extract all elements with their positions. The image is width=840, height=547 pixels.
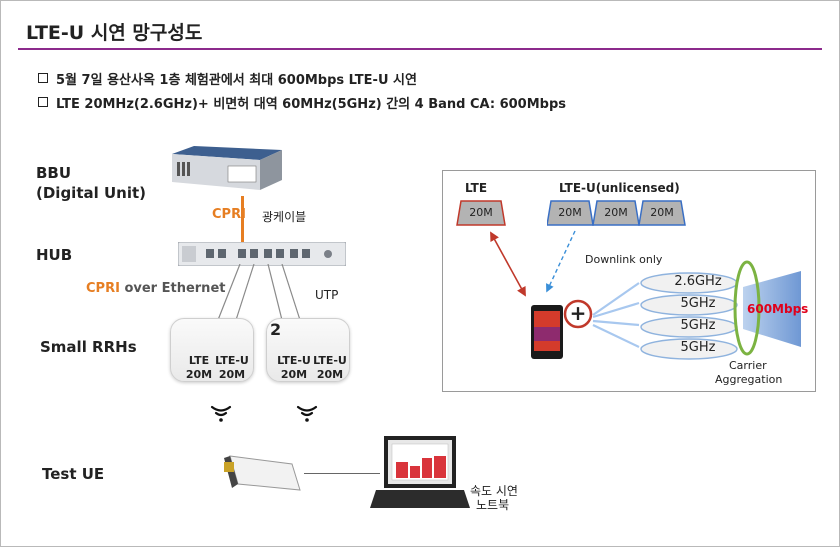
bullet-text: 5월 7일 용산사옥 1층 체험관에서 최대 600Mbps LTE-U 시연 xyxy=(56,72,417,88)
bullet-item: LTE 20MHz(2.6GHz)+ 비면허 대역 60MHz(5GHz) 간의… xyxy=(38,90,566,114)
lteu-block-label: 20M xyxy=(558,206,582,219)
lte-spectrum-block xyxy=(456,200,506,226)
band-label: 2.6GHz xyxy=(674,274,722,289)
plus-circle-icon xyxy=(563,299,593,329)
rrh-1-device xyxy=(170,318,254,382)
smartphone-icon xyxy=(531,305,563,359)
bbu-label: BBU xyxy=(36,164,72,182)
rrh-1-left-tech: LTE xyxy=(188,354,210,367)
wireless-signal-icon xyxy=(296,405,318,422)
lte-label: LTE xyxy=(465,181,488,195)
lteu-spectrum-blocks xyxy=(547,200,686,226)
laptop-caption-line2: 노트북 xyxy=(476,498,510,512)
rrh-1-right-tech: LTE-U xyxy=(215,354,249,367)
rrh-2-number: 2 xyxy=(270,320,282,339)
usb-modem-icon xyxy=(224,455,301,491)
carrier-aggregation-line2: Aggregation xyxy=(715,373,783,386)
cpri-over-ethernet-label: CPRI over Ethernet xyxy=(86,281,226,296)
laptop-icon xyxy=(370,436,470,508)
optical-cable-label: 광케이블 xyxy=(262,210,307,224)
downlink-only-label: Downlink only xyxy=(585,253,663,266)
lteu-block-label: 20M xyxy=(650,206,674,219)
hub-switch-icon xyxy=(178,242,346,266)
small-rrhs-label: Small RRHs xyxy=(40,338,137,356)
bbu-server-icon xyxy=(172,146,282,190)
cpri-optical-cable xyxy=(241,196,244,244)
band-label: 5GHz xyxy=(680,340,716,355)
carrier-aggregation-line1: Carrier xyxy=(729,359,767,372)
bullet-text: LTE 20MHz(2.6GHz)+ 비면허 대역 60MHz(5GHz) 간의… xyxy=(56,96,566,112)
rrh-2-left-bw: 20M xyxy=(280,368,308,381)
checkbox-bullet-icon xyxy=(38,97,48,107)
page-title: LTE-U 시연 망구성도 xyxy=(26,22,203,44)
aggregation-output xyxy=(733,260,801,356)
lteu-label: LTE-U(unlicensed) xyxy=(559,181,680,195)
connection-arrows xyxy=(490,230,640,348)
cpri-label: CPRI xyxy=(212,207,246,222)
throughput-label: 600Mbps xyxy=(747,302,809,316)
lteu-block-label: 20M xyxy=(604,206,628,219)
rrh-2-device xyxy=(266,318,350,382)
carrier-aggregation-panel: LTE LTE-U(unlicensed) 20M 20M 20M 20M Do… xyxy=(442,170,816,392)
rrh-2-right-bw: 20M xyxy=(316,368,344,381)
band-label: 5GHz xyxy=(680,318,716,333)
rrh-2-left-tech: LTE-U xyxy=(277,354,311,367)
bullet-item: 5월 7일 용산사옥 1층 체험관에서 최대 600Mbps LTE-U 시연 xyxy=(38,66,566,90)
rrh-2-right-tech: LTE-U xyxy=(313,354,347,367)
test-ue-label: Test UE xyxy=(42,465,105,483)
checkbox-bullet-icon xyxy=(38,73,48,83)
plus-symbol: + xyxy=(569,301,587,325)
utp-label: UTP xyxy=(315,288,339,302)
utp-cables xyxy=(217,264,301,321)
band-label: 5GHz xyxy=(680,296,716,311)
band-cylinders xyxy=(640,272,738,360)
bullet-list: 5월 7일 용산사옥 1층 체험관에서 최대 600Mbps LTE-U 시연 … xyxy=(38,66,566,114)
rrh-1-left-bw: 20M xyxy=(185,368,213,381)
rrh-1-right-bw: 20M xyxy=(218,368,246,381)
laptop-caption-line1: 속도 시연 xyxy=(470,484,518,498)
lte-block-label: 20M xyxy=(469,206,493,219)
hub-label: HUB xyxy=(36,246,73,264)
bbu-sublabel: (Digital Unit) xyxy=(36,184,147,202)
wireless-signal-icon xyxy=(210,405,232,422)
title-divider xyxy=(18,48,822,50)
usb-cable xyxy=(304,473,380,474)
